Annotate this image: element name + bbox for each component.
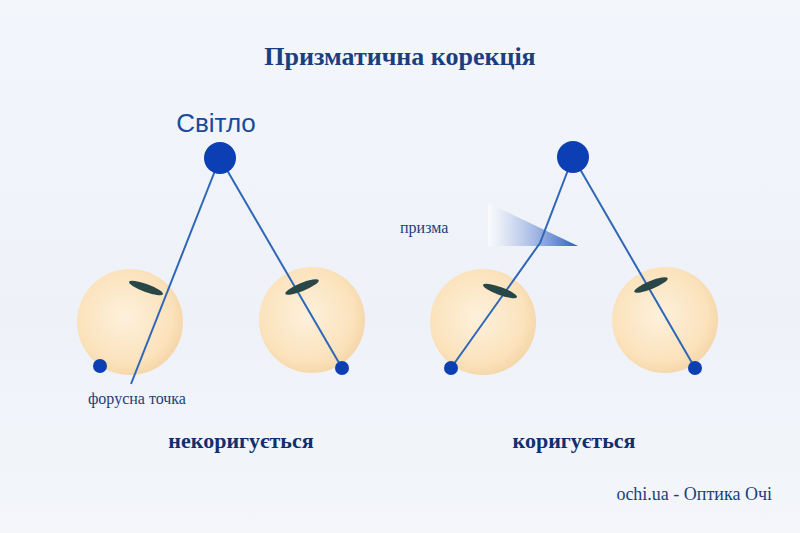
focus-label: форусна точка — [88, 390, 186, 408]
panel-caption: коригується — [513, 428, 636, 453]
light-source — [557, 141, 589, 173]
focus-point — [93, 359, 702, 375]
eyeball — [259, 267, 365, 373]
light-rays — [131, 157, 695, 384]
light-label: Світло — [176, 109, 256, 139]
prism-label: призма — [400, 219, 448, 237]
eyeball — [77, 269, 183, 375]
prism — [488, 203, 578, 246]
eyeball — [612, 267, 718, 373]
panel-caption: некоригується — [168, 428, 313, 453]
eye-lens — [128, 275, 669, 301]
watermark: ochi.ua - Оптика Очі — [616, 484, 772, 505]
diagram-title: Призматична корекція — [264, 42, 535, 72]
light-source — [204, 142, 236, 174]
